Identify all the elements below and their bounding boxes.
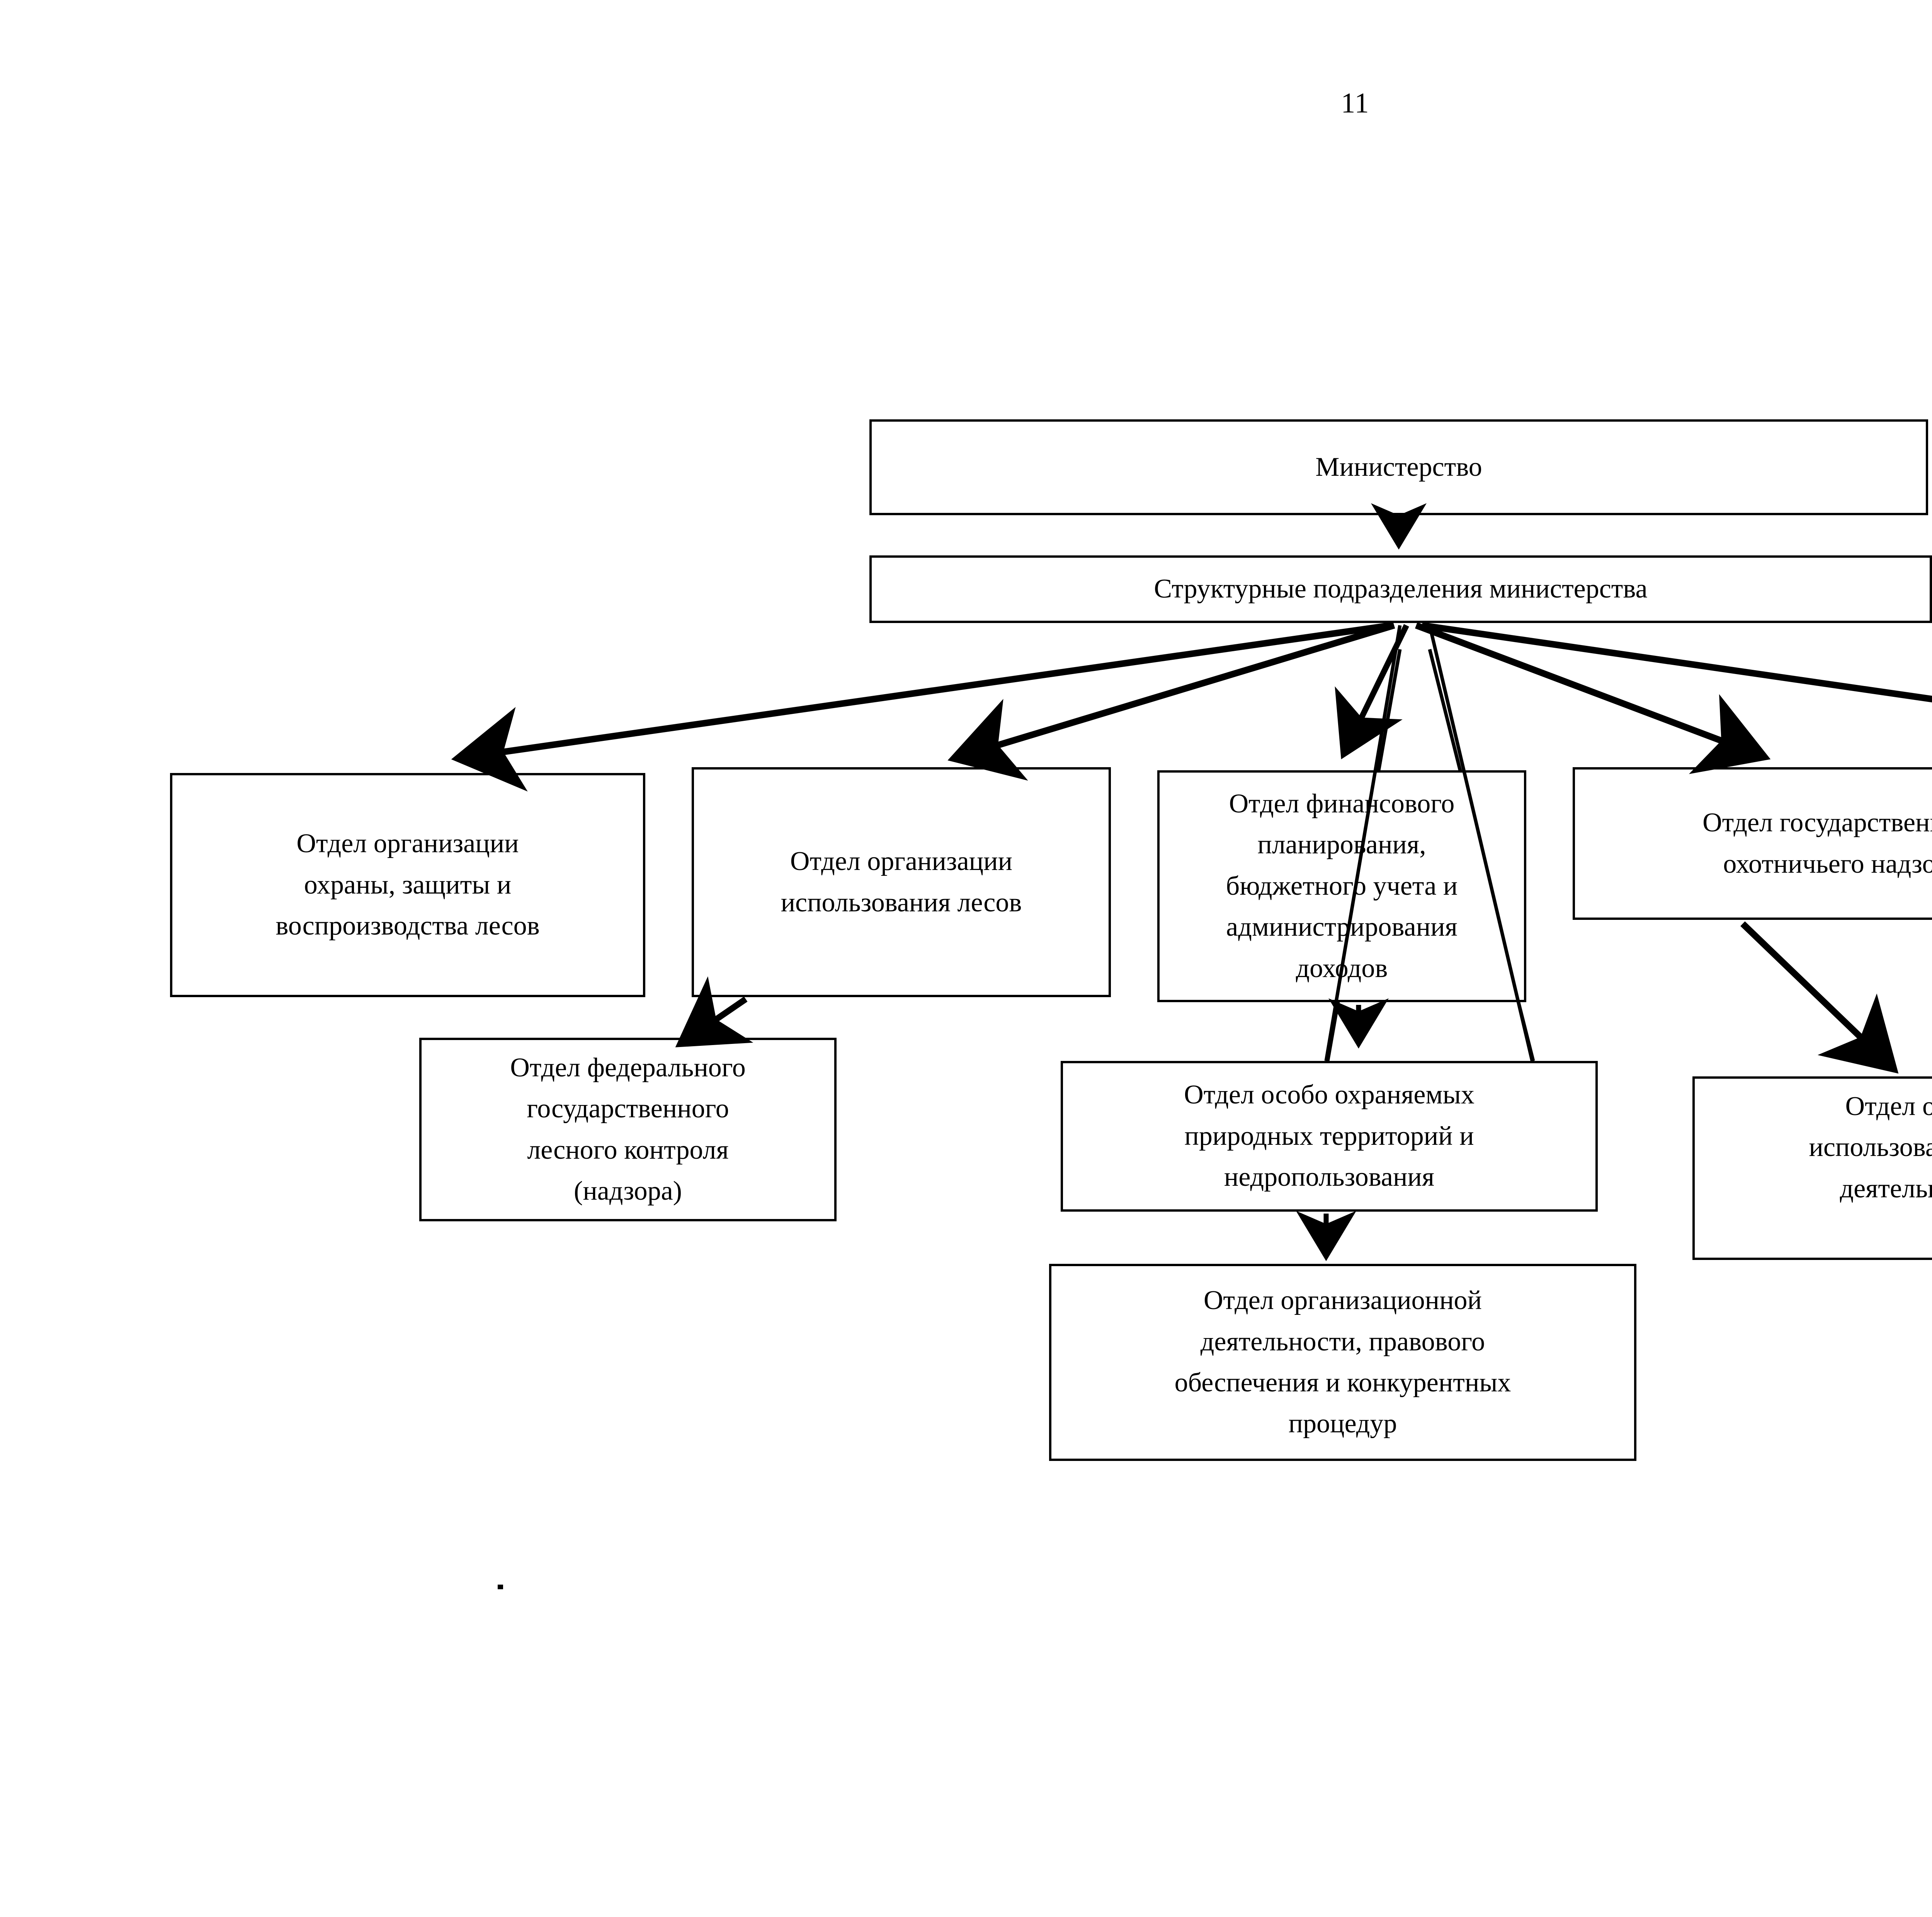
node-federal-forest-control[interactable]: Отдел федерального государственного лесн…	[419, 1038, 837, 1221]
node-water-resources[interactable]: Отдел организации охраны, использования …	[1692, 1076, 1932, 1260]
node-organizational-legal[interactable]: Отдел организационной деятельности, прав…	[1049, 1264, 1636, 1461]
node-financial-planning[interactable]: Отдел финансового планирования, бюджетно…	[1157, 770, 1526, 1002]
edge-hub-to-forest-use	[947, 622, 1395, 781]
node-forest-use-label: Отдел организации использования лесов	[781, 846, 1022, 918]
node-protected-areas-label: Отдел особо охраняемых природных террито…	[1184, 1080, 1475, 1192]
node-structural-units-label: Структурные подразделения министерства	[1154, 574, 1648, 604]
node-federal-forest-control-label: Отдел федерального государственного лесн…	[510, 1052, 746, 1206]
page-number: 11	[1341, 87, 1369, 119]
edge-hunting-to-water-resources	[1740, 921, 1899, 1074]
edge-hub-to-forest-protection	[451, 622, 1392, 792]
node-forest-protection-label: Отдел организации охраны, защиты и воспр…	[276, 829, 540, 941]
node-water-resources-label: Отдел организации охраны, использования …	[1809, 1091, 1932, 1204]
node-hunting-supervision[interactable]: Отдел государственного охотничьего надзо…	[1573, 767, 1932, 920]
node-ministry[interactable]: Министерство	[869, 419, 1928, 515]
edge-hub-to-hunting-supervision	[1415, 622, 1771, 774]
node-hunting-supervision-label: Отдел государственного охотничьего надзо…	[1702, 808, 1932, 879]
edge-hub-to-financial-planning	[1335, 624, 1409, 759]
node-structural-units[interactable]: Структурные подразделения министерства	[869, 555, 1932, 623]
node-forest-protection[interactable]: Отдел организации охраны, защиты и воспр…	[170, 773, 645, 997]
node-financial-planning-label: Отдел финансового планирования, бюджетно…	[1226, 789, 1458, 983]
node-ministry-label: Министерство	[1315, 452, 1482, 482]
edge-forest-use-to-federal-control	[675, 976, 753, 1047]
node-organizational-legal-label: Отдел организационной деятельности, прав…	[1174, 1285, 1511, 1439]
node-forest-use[interactable]: Отдел организации использования лесов	[692, 767, 1111, 997]
node-protected-areas[interactable]: Отдел особо охраняемых природных террито…	[1061, 1061, 1598, 1212]
stray-mark-left	[498, 1585, 503, 1589]
edge-hub-to-ecological-geological	[1421, 622, 1932, 703]
